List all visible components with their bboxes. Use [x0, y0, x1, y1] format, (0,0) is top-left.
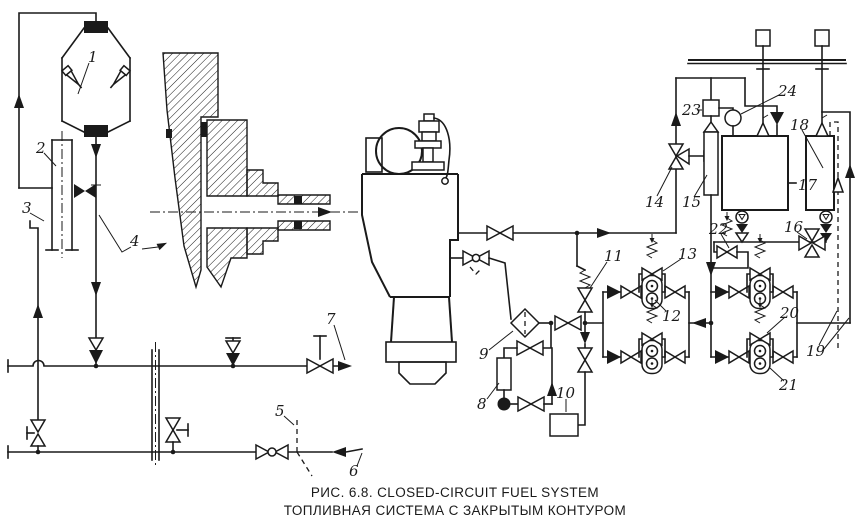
callout-17: 17: [798, 176, 818, 194]
fuel-pump-icon: [749, 339, 771, 375]
mixing-column-icon: [703, 131, 719, 196]
shore-pipes: [7, 335, 363, 477]
callout-8: 8: [477, 395, 487, 413]
caption-line-2: ТОПЛИВНАЯ СИСТЕМА С ЗАКРЫТЫМ КОНТУРОМ: [284, 503, 626, 518]
callout-24: 24: [777, 82, 797, 100]
fuel-pump-icon: [641, 339, 663, 375]
callout-20: 20: [779, 304, 800, 322]
callout-4: 4: [129, 232, 140, 250]
settling-tank-icon: [805, 135, 835, 211]
callout-15: 15: [682, 193, 701, 211]
callout-10: 10: [556, 384, 576, 402]
callout-12: 12: [662, 307, 681, 325]
deck-filler-icon: [755, 29, 771, 47]
callout-leaders: [29, 62, 850, 467]
pump-group-right: [710, 233, 798, 375]
callout-14: 14: [645, 193, 664, 211]
deck-filler-icon: [814, 29, 830, 47]
caption-line-1: РИС. 6.8. CLOSED-CIRCUIT FUEL SYSTEM: [311, 485, 599, 500]
cooling-column: [18, 131, 96, 258]
callout-22: 22: [708, 220, 728, 238]
callout-23: 23: [681, 101, 701, 119]
fuel-injector-icon: [107, 64, 131, 91]
tanks-and-deck: [687, 29, 847, 269]
engine: [361, 113, 459, 385]
callout-11: 11: [604, 247, 623, 265]
callout-5: 5: [275, 402, 285, 420]
callout-3: 3: [22, 199, 32, 217]
callouts: 1 2 3 4 5 6 7 8 9 10 11 12 13 14 15 16 1…: [22, 48, 826, 480]
drain-and-filter-circuit: [449, 225, 677, 437]
strainer-icon: [496, 357, 512, 391]
quick-closing-valve-icon: [735, 210, 749, 224]
injector-loop: [14, 12, 132, 421]
pressure-gauge-icon: [724, 109, 742, 127]
service-tank-icon: [721, 135, 789, 211]
callout-18: 18: [790, 116, 809, 134]
callout-19: 19: [806, 342, 826, 360]
callout-13: 13: [678, 245, 697, 263]
callout-16: 16: [784, 218, 804, 236]
quick-closing-valve-icon: [819, 210, 833, 224]
pump-group-left: [602, 233, 714, 375]
gauge-box-icon: [702, 99, 720, 117]
callout-6: 6: [349, 462, 359, 480]
callout-7: 7: [326, 310, 336, 328]
callout-2: 2: [35, 139, 46, 157]
callout-1: 1: [88, 48, 98, 66]
callout-21: 21: [778, 376, 798, 394]
hand-pump-icon: [497, 397, 511, 411]
callout-9: 9: [479, 345, 489, 363]
mixing-column-unit: [667, 77, 746, 358]
caption: РИС. 6.8. CLOSED-CIRCUIT FUEL SYSTEM ТОП…: [284, 485, 626, 518]
drain-tank-icon: [549, 413, 579, 437]
fuel-valve-section: [150, 52, 358, 290]
discharge-lines: [796, 111, 855, 348]
